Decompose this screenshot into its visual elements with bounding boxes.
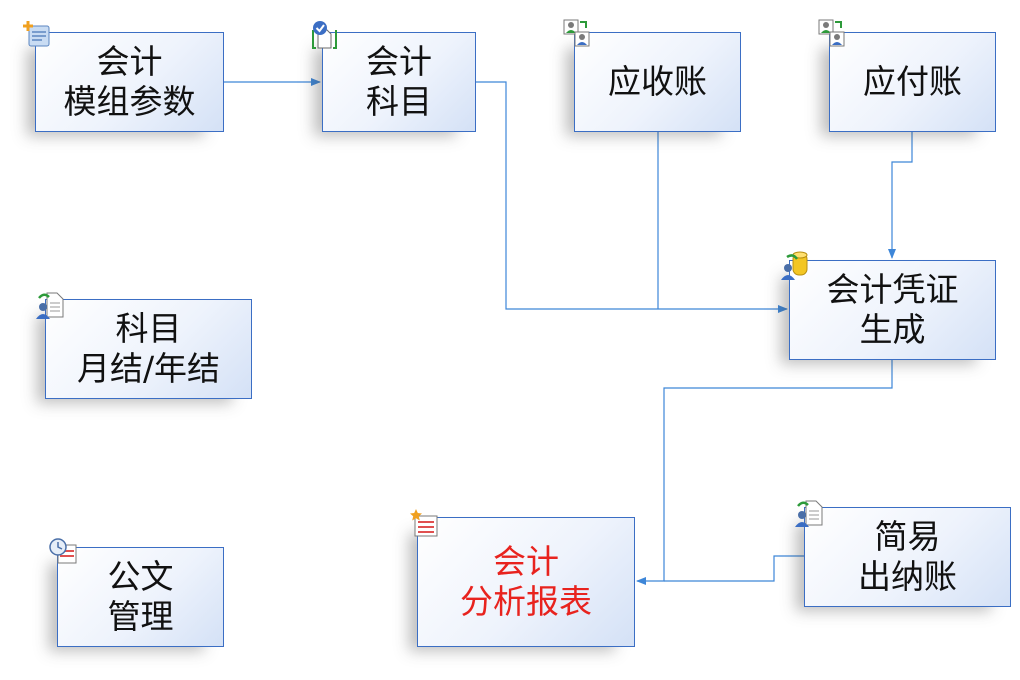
connector-payable-to-voucher (888, 132, 913, 259)
clock-calendar-icon (49, 538, 77, 564)
connector-cashier-to-report (664, 555, 804, 582)
node-label-line: 简易 (874, 517, 941, 556)
node-label-line: 会计凭证 (826, 270, 959, 309)
node-accounts[interactable]: 会计科目 (322, 32, 476, 132)
user-doc-icon (36, 292, 64, 319)
node-label-line: 会计 (366, 42, 432, 81)
node-label-line: 会计 (96, 42, 163, 81)
users-swap-icon (563, 19, 590, 47)
node-report[interactable]: 会计分析报表 (417, 517, 635, 647)
node-label-line: 月结/年结 (76, 349, 221, 388)
users-swap-icon (818, 19, 845, 47)
node-closing[interactable]: 科目月结/年结 (45, 299, 252, 399)
node-label-line: 应付账 (863, 62, 962, 101)
user-doc-icon (795, 500, 823, 527)
connector-accounts-to-voucher (476, 81, 788, 313)
user-database-icon (781, 251, 808, 280)
node-label-line: 生成 (859, 310, 926, 349)
node-voucher[interactable]: 会计凭证生成 (789, 260, 996, 360)
node-label-line: 出纳账 (858, 557, 957, 596)
node-label-line: 应收账 (608, 62, 707, 101)
node-label-line: 会计 (493, 542, 559, 581)
node-label-line: 科目 (115, 309, 182, 348)
check-doc-icon (312, 21, 337, 49)
calendar-star-icon (410, 509, 438, 537)
node-label-line: 管理 (107, 597, 174, 636)
node-documents[interactable]: 公文管理 (57, 547, 224, 647)
node-cashier[interactable]: 简易出纳账 (804, 507, 1011, 607)
doc-add-icon (23, 21, 50, 47)
node-receivable[interactable]: 应收账 (574, 32, 741, 132)
node-module-params[interactable]: 会计模组参数 (35, 32, 224, 132)
connector-voucher-to-report (636, 360, 893, 585)
node-label-line: 模组参数 (63, 82, 196, 121)
node-payable[interactable]: 应付账 (829, 32, 996, 132)
node-label-line: 分析报表 (460, 582, 592, 621)
node-label-line: 科目 (366, 82, 432, 121)
node-label-line: 公文 (107, 557, 174, 596)
